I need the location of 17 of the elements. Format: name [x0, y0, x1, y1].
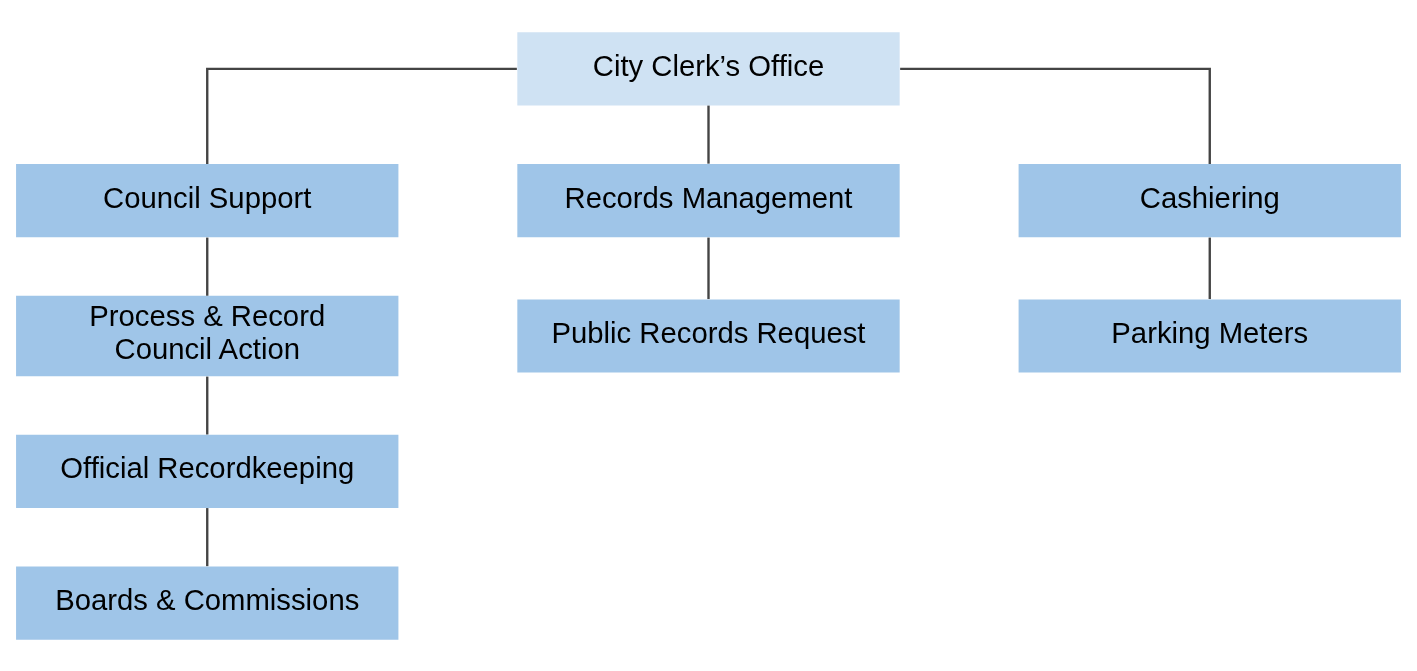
node-box: Parking Meters — [1018, 298, 1401, 373]
node-box: Records Management — [517, 163, 900, 237]
node-box: Cashiering — [1018, 163, 1401, 237]
node-box: Council Support — [16, 163, 399, 237]
node-box: Process & Record Council Action — [16, 295, 399, 376]
connector — [900, 67, 1211, 164]
node-box: Boards & Commissions — [16, 566, 399, 640]
node-box: Public Records Request — [517, 298, 900, 373]
connector — [206, 237, 209, 296]
connector — [707, 237, 710, 299]
connector — [206, 67, 517, 164]
connector — [206, 507, 209, 566]
connector — [707, 105, 710, 164]
node-box: Official Recordkeeping — [16, 434, 399, 508]
connector — [1208, 237, 1211, 299]
connector — [206, 376, 209, 434]
node-box: City Clerk’s Office — [517, 31, 900, 105]
